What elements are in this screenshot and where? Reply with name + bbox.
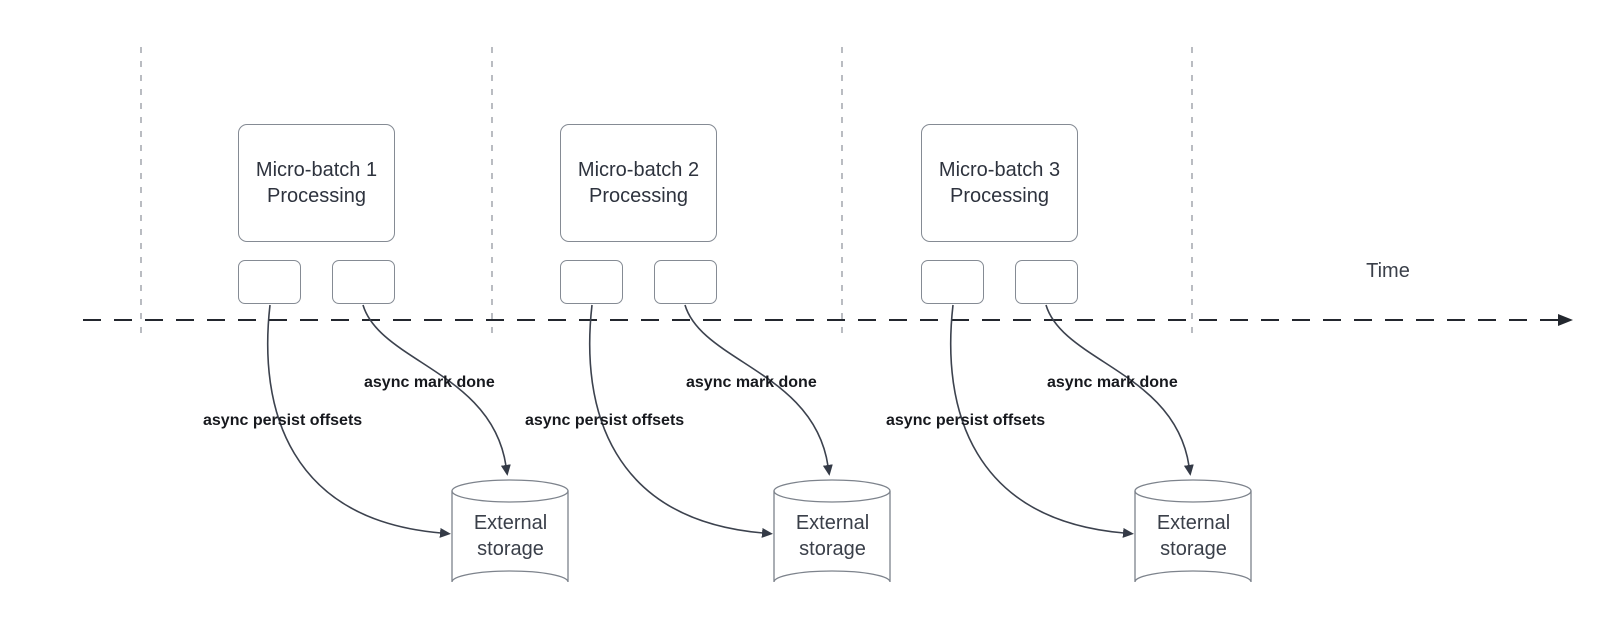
batch-2-shapes — [588, 304, 891, 583]
mark-done-arrow — [362, 304, 511, 476]
batch-1-shapes — [266, 304, 569, 583]
storage-cylinder-body — [1134, 479, 1252, 583]
storage-cylinder-rim — [451, 490, 569, 503]
storage-cylinder-body — [451, 479, 569, 583]
storage-cylinder-rim — [1134, 490, 1252, 503]
mark-done-arrow — [1045, 304, 1194, 476]
time-axis-label: Time — [1366, 260, 1410, 282]
persist-offsets-arrow — [266, 304, 451, 538]
storage-cylinder-rim — [773, 490, 891, 503]
persist-offsets-arrow — [588, 304, 773, 538]
storage-cylinder-body — [773, 479, 891, 583]
mark-done-arrow — [684, 304, 833, 476]
batch-3-shapes — [949, 304, 1252, 583]
persist-offsets-arrow — [949, 304, 1134, 538]
